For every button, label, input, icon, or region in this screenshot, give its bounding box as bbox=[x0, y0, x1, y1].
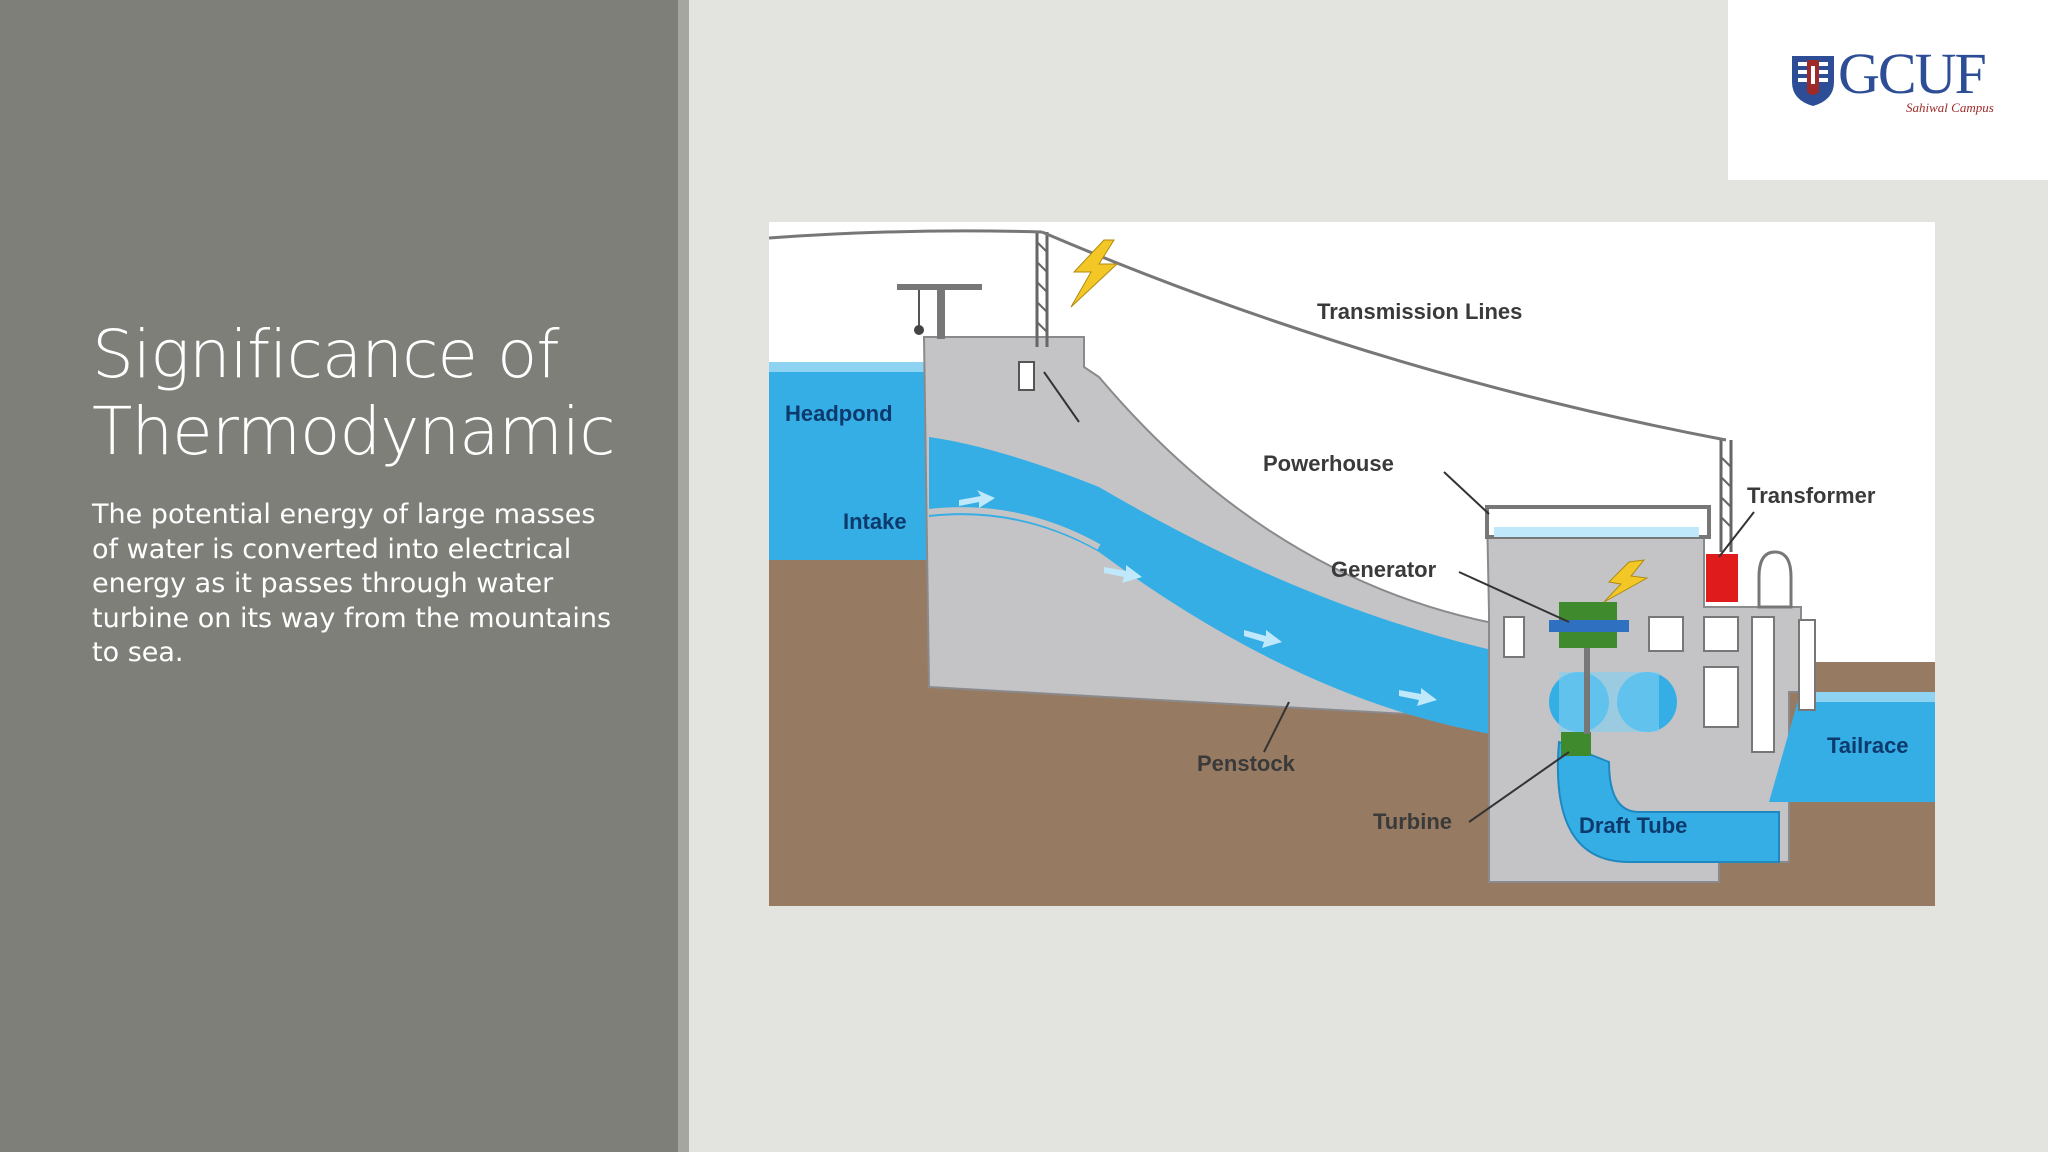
label-tailrace: Tailrace bbox=[1827, 733, 1909, 758]
slide-body-text: The potential energy of large masses of … bbox=[92, 499, 612, 668]
label-draft-tube: Draft Tube bbox=[1579, 813, 1688, 838]
label-powerhouse: Powerhouse bbox=[1263, 451, 1394, 476]
label-headpond: Headpond bbox=[785, 401, 893, 426]
label-generator: Generator bbox=[1331, 557, 1437, 582]
label-transmission-lines: Transmission Lines bbox=[1317, 299, 1523, 324]
label-intake: Intake bbox=[843, 509, 907, 534]
crest-icon bbox=[1792, 56, 1834, 106]
panel-divider bbox=[678, 0, 689, 1152]
logo-subtext: Sahiwal Campus bbox=[1906, 100, 1994, 115]
hydro-plant-illustration bbox=[769, 229, 1935, 906]
slide-title: Significance of Thermodynamic bbox=[92, 316, 616, 470]
university-logo: GCUF Sahiwal Campus bbox=[1728, 0, 2048, 180]
logo-text: GCUF bbox=[1838, 41, 1987, 106]
title-panel bbox=[0, 0, 678, 1152]
label-turbine: Turbine bbox=[1373, 809, 1453, 834]
label-transformer: Transformer bbox=[1747, 483, 1876, 508]
hydro-plant-diagram: Transmission Lines Headpond Intake Power… bbox=[769, 222, 1935, 906]
label-penstock: Penstock bbox=[1197, 751, 1295, 776]
